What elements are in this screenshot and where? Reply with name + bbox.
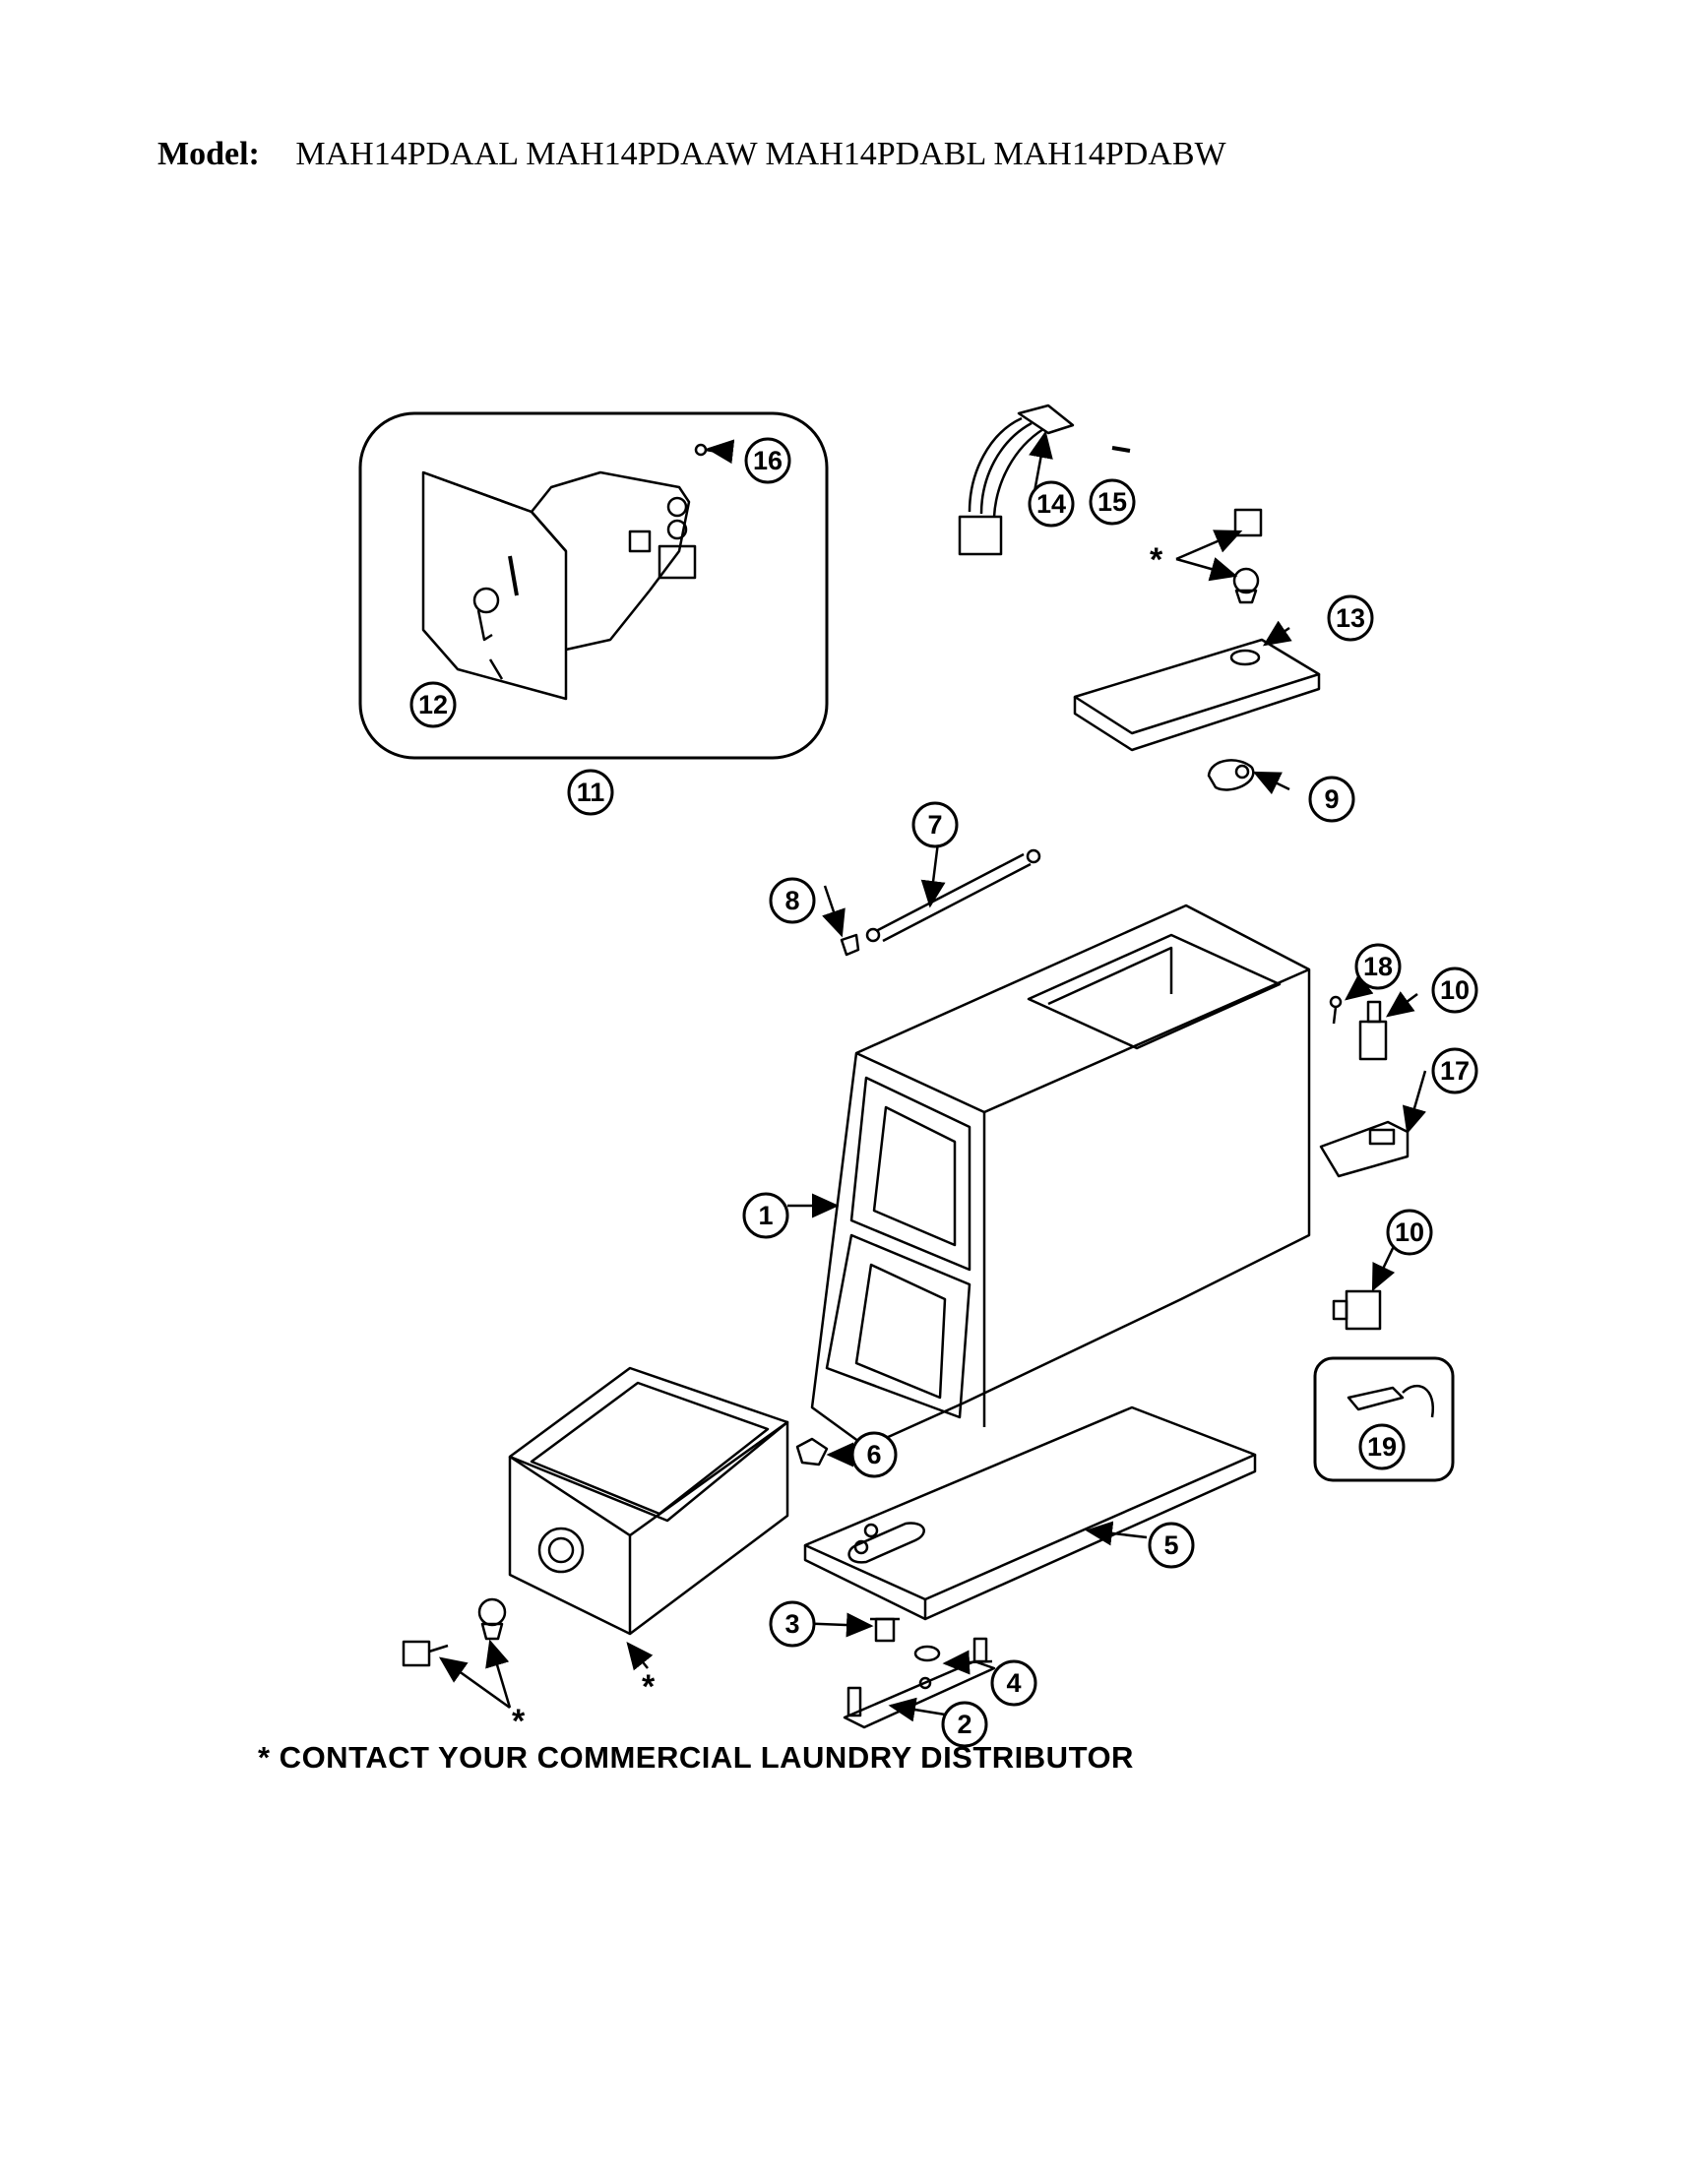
lock-parts-bottom (402, 1597, 507, 1667)
callout-18: 18 (1363, 952, 1393, 981)
callout-6: 6 (866, 1440, 881, 1469)
nut-6 (795, 1437, 829, 1466)
callout-4: 4 (1006, 1668, 1021, 1698)
callout-15: 15 (1097, 487, 1127, 517)
callout-10-lower: 10 (1395, 1217, 1424, 1247)
callout-14: 14 (1036, 489, 1066, 519)
cabinet-1 (810, 904, 1311, 1449)
lock-parts-top (1232, 508, 1263, 604)
callout-13: 13 (1336, 603, 1365, 633)
callout-16: 16 (753, 446, 783, 475)
callout-19: 19 (1367, 1432, 1397, 1462)
coin-mechanism-part (421, 470, 697, 701)
coin-box (508, 1366, 789, 1636)
base-plate-5 (803, 1405, 1257, 1621)
distributor-footnote: * CONTACT YOUR COMMERCIAL LAUNDRY DISTRI… (258, 1740, 1134, 1775)
bracket-17 (1319, 1120, 1410, 1178)
asterisk-top: * (1150, 541, 1163, 579)
part-19-inset (1313, 1356, 1455, 1482)
switch-10-upper (1358, 1000, 1388, 1061)
wire-harness-14 (958, 404, 1075, 556)
washer-4 (913, 1637, 988, 1663)
callout-3: 3 (784, 1609, 799, 1639)
model-numbers: MAH14PDAAL MAH14PDAAW MAH14PDABL MAH14PD… (295, 136, 1226, 172)
callout-12: 12 (418, 690, 448, 719)
model-label: Model: (157, 136, 260, 172)
rod-7 (865, 848, 1041, 943)
callout-17: 17 (1440, 1056, 1470, 1086)
screw-18 (1329, 995, 1343, 1025)
callout-9: 9 (1324, 784, 1339, 814)
callout-2: 2 (957, 1710, 971, 1739)
callout-5: 5 (1163, 1530, 1178, 1560)
part-19-component (1347, 1384, 1435, 1418)
callout-1: 1 (758, 1201, 773, 1230)
bolt-3 (870, 1617, 900, 1643)
screw-15 (1111, 446, 1131, 453)
callout-8: 8 (784, 886, 799, 915)
lock-cam-9 (1207, 759, 1255, 791)
callout-10-upper: 10 (1440, 975, 1470, 1005)
asterisk-box: * (642, 1668, 656, 1706)
coin-mechanism-inset (358, 411, 829, 760)
callout-7: 7 (927, 810, 942, 840)
mounting-bracket-2 (843, 1659, 996, 1729)
model-line: Model: MAH14PDAAL MAH14PDAAW MAH14PDABL … (157, 136, 1226, 173)
asterisk-lock: * (512, 1703, 526, 1740)
switch-10-lower (1332, 1289, 1382, 1331)
callout-11: 11 (577, 778, 605, 807)
top-panel-13 (1073, 638, 1321, 752)
nut-8 (840, 933, 860, 957)
